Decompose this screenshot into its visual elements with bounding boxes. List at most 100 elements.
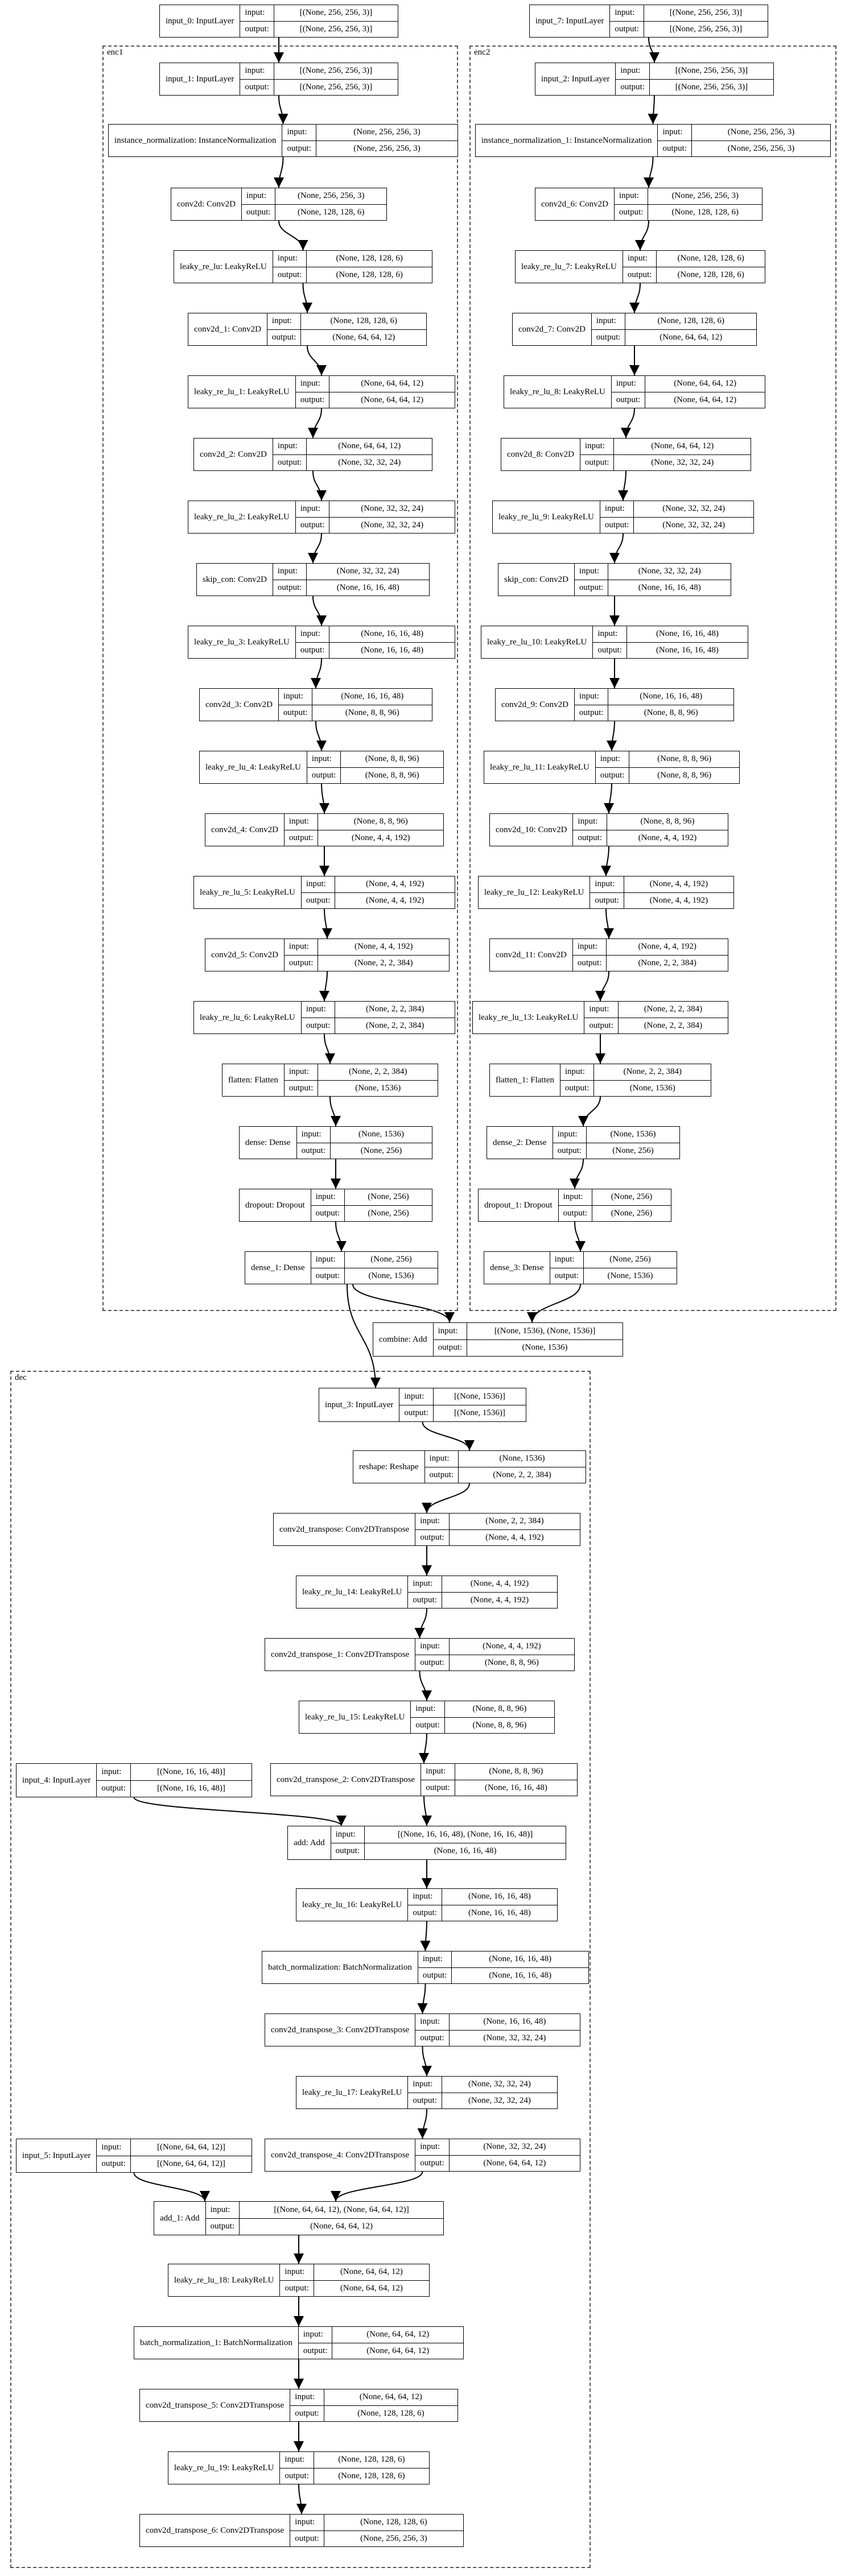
output-shape: (None, 8, 8, 96) (629, 767, 739, 784)
layer-name: input_7: InputLayer (535, 16, 604, 26)
output-shape: (None, 128, 128, 6) (314, 2467, 429, 2484)
io-labels: input:output: (295, 626, 329, 658)
input-label: input: (616, 379, 636, 388)
cluster-enc2: enc2 (469, 46, 836, 1311)
edge-input-1-to-inorm (278, 95, 288, 125)
io-shapes: (None, 8, 8, 96)(None, 8, 8, 96) (629, 751, 739, 783)
io-labels: input:output: (310, 1189, 345, 1221)
io-shapes: (None, 256, 256, 3)(None, 256, 256, 3) (691, 125, 830, 156)
output-label: output: (295, 391, 329, 408)
edge-conv2d-6-to-lrelu-7 (635, 220, 649, 251)
edge-lrelu-to-conv2d-1 (302, 283, 312, 313)
edge-lrelu-11-to-conv2d-10 (604, 783, 615, 814)
output-label: output: (284, 829, 318, 846)
input-label: input: (303, 2330, 323, 2339)
output-label: output: (560, 1080, 594, 1097)
layer-name: conv2d_3: Conv2D (205, 700, 273, 709)
edge-convt-4-to-add-1 (331, 2171, 423, 2202)
input-shape: (None, 64, 64, 12) (338, 441, 401, 451)
input-label: input: (283, 692, 303, 701)
input-shape: (None, 1536) (499, 1454, 545, 1463)
input-shape: (None, 16, 16, 48) (341, 692, 404, 701)
output-shape: (None, 1536) (594, 1080, 711, 1097)
output-label: output: (280, 2280, 314, 2297)
input-shape: [(None, 1536)] (454, 1391, 505, 1401)
edge-lrelu-5-to-conv2d-5 (321, 908, 332, 939)
layer-name: input_4: InputLayer (22, 1775, 91, 1785)
output-shape: (None, 16, 16, 48) (365, 1842, 566, 1860)
layer-name: leaky_re_lu_16: LeakyReLU (302, 1900, 402, 1909)
output-shape: (None, 4, 4, 192) (607, 829, 728, 846)
io-shapes: (None, 1536)(None, 256) (330, 1127, 432, 1159)
output-shape: (None, 256) (592, 1205, 671, 1222)
output-label: output: (273, 454, 307, 471)
output-label: output: (614, 204, 648, 221)
io-labels: input: output: (591, 313, 625, 345)
edge-lrelu-4-to-conv2d-4 (319, 783, 329, 814)
io-labels: input:output: (574, 564, 608, 596)
output-label: output: (591, 329, 625, 346)
io-shapes: (None, 16, 16, 48)(None, 8, 8, 96) (608, 689, 733, 721)
output-label: output: (282, 140, 316, 157)
input-label: input: (245, 66, 265, 76)
output-label: output: (415, 2029, 449, 2046)
output-label: output: (574, 704, 608, 721)
output-label: output: (658, 140, 691, 157)
output-shape: (None, 4, 4, 192) (624, 892, 733, 909)
input-label: input: (596, 316, 616, 326)
layer-name: input_0: InputLayer (166, 16, 234, 26)
io-shapes: (None, 4, 4, 192)(None, 4, 4, 192) (623, 876, 733, 909)
input-label: input: (277, 254, 298, 263)
output-label: output: (290, 2405, 324, 2422)
input-label: input: (277, 441, 298, 451)
input-label: input: (404, 1391, 424, 1401)
edge-inorm-to-conv2d (274, 156, 285, 188)
input-label: input: (306, 879, 326, 889)
io-labels: input:output: (290, 2389, 324, 2421)
io-shapes: (None, 256)(None, 256) (592, 1189, 671, 1221)
output-shape: (None, 1536) (345, 1267, 438, 1284)
output-shape: (None, 4, 4, 192) (449, 1529, 580, 1546)
output-label: output: (616, 78, 649, 96)
io-labels: input:output: (574, 689, 608, 721)
input-label: input: (288, 817, 309, 826)
layer-name: dense_1: Dense (251, 1263, 305, 1272)
input-shape: [(None, 256, 256, 3)] (669, 8, 743, 18)
input-label: input: (287, 127, 307, 137)
io-labels: input:output: (296, 1127, 331, 1159)
layer-name: leaky_re_lu_6: LeakyReLU (200, 1012, 295, 1022)
output-shape: (None, 32, 32, 24) (442, 2092, 557, 2109)
edge-dropout-1-to-dense-3 (574, 1221, 586, 1252)
io-labels: input:output: (552, 1127, 587, 1159)
input-label: input: (600, 754, 620, 764)
layer-name: conv2d_8: Conv2D (507, 449, 574, 459)
output-label: output: (600, 516, 634, 534)
edge-lrelu-6-to-flatten (324, 1033, 335, 1064)
input-label: input: (615, 8, 635, 18)
input-label: input: (597, 629, 618, 639)
input-shape: (None, 4, 4, 192) (638, 942, 696, 952)
input-shape: (None, 2, 2, 384) (644, 1004, 703, 1014)
io-labels: input:output: (415, 1639, 449, 1671)
input-label: input: (604, 504, 625, 514)
io-shapes: (None, 64, 64, 12)(None, 32, 32, 24) (306, 439, 432, 470)
input-label: input: (413, 1892, 433, 1901)
input-shape: (None, 8, 8, 96) (489, 1767, 543, 1776)
io-labels: input:output: (241, 188, 275, 220)
